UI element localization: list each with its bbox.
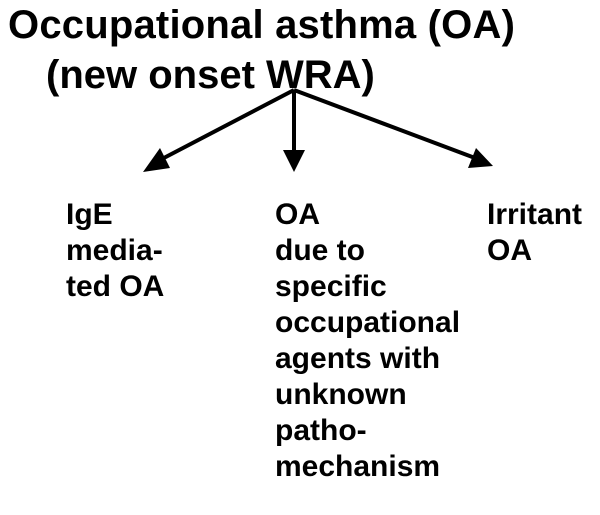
node-irritant-oa: Irritant OA [487, 198, 583, 267]
arrowhead-left-icon [143, 148, 170, 172]
node-oa-unknown-mechanism: OA due to specific occupational agents w… [275, 198, 461, 483]
diagram-title: Occupational asthma (OA) [8, 3, 516, 47]
node-ige-mediated-oa: IgE media- ted OA [66, 198, 165, 303]
arrow-to-right-node [293, 88, 493, 168]
diagram-subtitle: (new onset WRA) [46, 53, 375, 97]
arrowhead-right-icon [468, 148, 493, 168]
arrow-to-left-node [143, 88, 295, 172]
arrow-to-mid-node [283, 90, 305, 172]
arrowhead-mid-icon [283, 150, 305, 172]
